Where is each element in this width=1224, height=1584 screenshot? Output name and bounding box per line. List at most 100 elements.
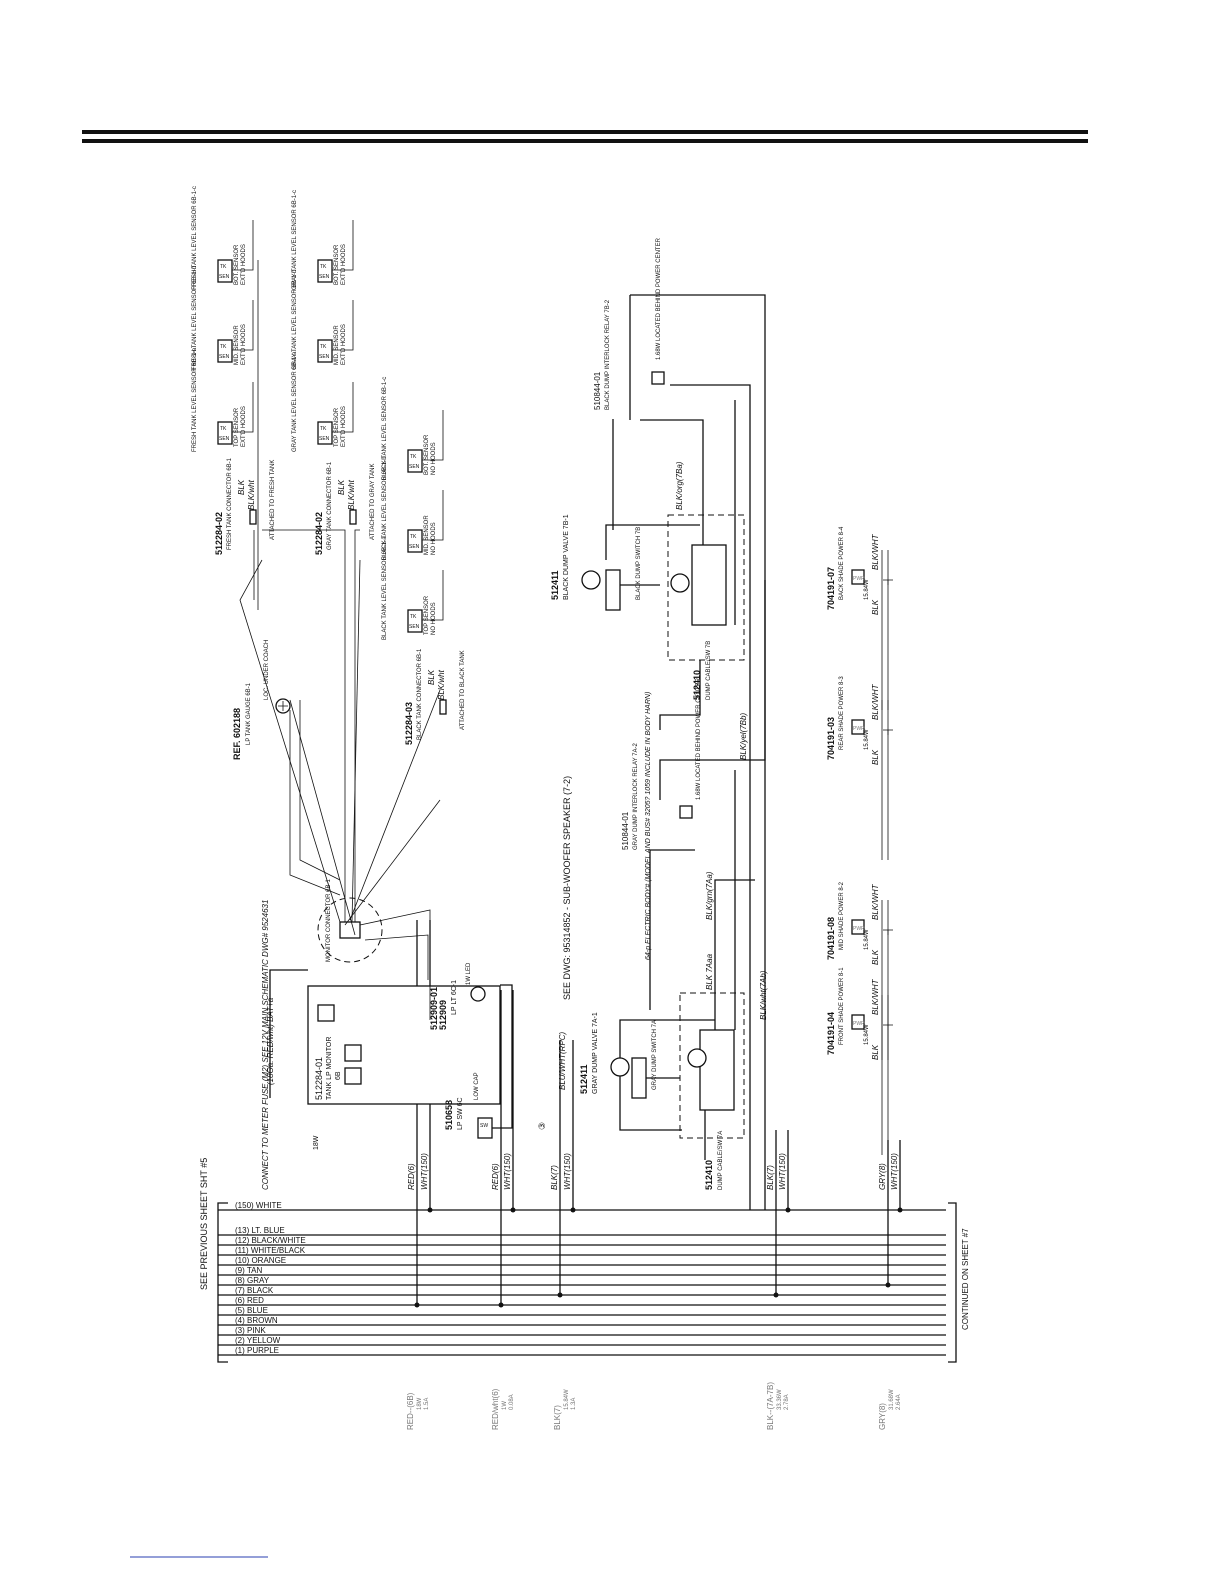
shade-pwr-box bbox=[851, 569, 865, 585]
black-cable-part: 512410 bbox=[692, 670, 702, 700]
tank-connector-part: 512284-03 bbox=[404, 702, 414, 745]
tank-connector-attach: ATTACHED TO GRAY TANK bbox=[370, 464, 376, 540]
sensor-tank-label: FRESH TANK LEVEL SENSOR 6B-1-c bbox=[192, 186, 198, 290]
load-amps: 1.3A bbox=[571, 1398, 577, 1410]
sensor-wire bbox=[232, 220, 254, 271]
sensor-box-top: TK bbox=[320, 264, 327, 270]
load-amps: 0.08A bbox=[509, 1394, 515, 1410]
wire-bus: (150) WHITE (13) LT. BLUE(12) BLACK/WHITE… bbox=[217, 1201, 957, 1363]
load-amps: 1.5A bbox=[424, 1398, 430, 1410]
tank-connector-wire: BLK bbox=[337, 479, 346, 495]
tank-connector-wire: BLK/wht bbox=[437, 669, 446, 700]
bus-wire-label: (12) BLACK/WHITE bbox=[235, 1236, 306, 1245]
sensor-box-top: TK bbox=[320, 426, 327, 432]
tank-connector-wire: BLK bbox=[237, 479, 246, 495]
branch-label: BLK(7) bbox=[766, 1165, 775, 1190]
sensor-tank-label: FRESH TANK LEVEL SENSOR 6B-1-a bbox=[192, 347, 198, 452]
sensor-position: MID. SENSOR bbox=[234, 325, 240, 365]
shade-name: MID SHADE POWER 8-2 bbox=[839, 881, 845, 950]
bus-wire-label: (13) LT. BLUE bbox=[235, 1226, 285, 1235]
load-circuit: GRY(8) bbox=[878, 1403, 887, 1430]
sensor-box-top: TK bbox=[410, 534, 417, 540]
sensor-box-bottom: SEN bbox=[319, 436, 330, 442]
lp-gauge-loc: LOC. UNDER COACH bbox=[264, 640, 270, 700]
branch-label: WHT(150) bbox=[503, 1153, 512, 1190]
sensor-position: MID. SENSOR bbox=[424, 515, 430, 555]
sensor-tank-label: FRESH TANK LEVEL SENSOR 6B-1-b bbox=[192, 265, 198, 370]
shade-wire: BLK bbox=[871, 1044, 880, 1060]
lp-gauge: REF. 602188 LP TANK GAUGE 6B-1 LOC. UNDE… bbox=[232, 640, 291, 760]
sensor-tank-label: GRAY TANK LEVEL SENSOR 6B-1-c bbox=[292, 190, 298, 290]
black-wire-org: BLK/org(7Ba) bbox=[675, 461, 684, 510]
sensor-note: EXT'D HOODS bbox=[241, 244, 247, 285]
sensor-wire bbox=[422, 490, 444, 541]
branch-label: GRY(8) bbox=[878, 1163, 887, 1190]
relay-black-name: BLACK DUMP INTERLOCK RELAY 7B-2 bbox=[605, 299, 611, 410]
tank-connector-part: 512284-02 bbox=[314, 512, 324, 555]
junction-dot bbox=[785, 1207, 791, 1213]
bus-footer: CONTINUED ON SHEET #7 bbox=[961, 1228, 970, 1330]
branch-drops: RED(6)WHT(150)RED(6)WHT(150)BLK(7)WHT(15… bbox=[407, 920, 903, 1308]
shade-name: REAR SHADE POWER 8-3 bbox=[839, 676, 845, 750]
tank-connector-attach: ATTACHED TO BLACK TANK bbox=[460, 650, 466, 730]
monitor-connector: MONITOR CONNECTOR 6B-1 bbox=[317, 879, 383, 963]
junction-dot bbox=[885, 1282, 891, 1288]
shade-part: 704191-07 bbox=[826, 567, 836, 610]
monitor-name: TANK LP MONITOR bbox=[326, 1037, 333, 1100]
relay-gray-power: 1.68W LOCATED BEHIND POWER CENTER bbox=[696, 677, 702, 800]
gray-cable-part: 512410 bbox=[704, 1160, 714, 1190]
sensor-note: NO HOODS bbox=[431, 602, 437, 635]
load-circuit: BLK--(7A-7B) bbox=[766, 1382, 775, 1430]
sensor-box-bottom: SEN bbox=[319, 274, 330, 280]
relay-black-part: 510844-01 bbox=[593, 371, 602, 410]
subwoofer-note: SEE DWG: 95314852 - SUB-WOOFER SPEAKER (… bbox=[562, 776, 572, 1000]
lp-led: 512909-01 512909 LP LT 6C-1 1W LED bbox=[429, 962, 486, 1030]
tank-connector-name: FRESH TANK CONNECTOR 6B-1 bbox=[227, 457, 233, 550]
sensor-position: TOP SENSOR bbox=[234, 407, 240, 447]
gray-cable-switch: GRAY DUMP SWITCH 7A bbox=[652, 1020, 658, 1090]
tank-connector-wire: BLK/wht bbox=[347, 479, 356, 510]
load-circuit: RED/wht(6) bbox=[491, 1388, 500, 1430]
shade-wire: BLK/WHT bbox=[871, 683, 880, 720]
sensor-box-top: TK bbox=[220, 264, 227, 270]
monitor-note: CONNECT TO METER FUSE (M2) SEE 12V MAIN … bbox=[261, 900, 270, 1190]
sensor-box bbox=[407, 609, 423, 633]
sensor-wire bbox=[332, 300, 354, 351]
sensor-box-bottom: SEN bbox=[319, 354, 330, 360]
sensor-box-bottom: SEN bbox=[409, 544, 420, 550]
load-watts: 18W bbox=[417, 1397, 423, 1410]
bus-wire-label: (150) WHITE bbox=[235, 1201, 282, 1210]
shade-rating: 15.84W bbox=[864, 579, 870, 600]
branch-label: WHT(150) bbox=[778, 1153, 787, 1190]
sensor-box-top: TK bbox=[410, 614, 417, 620]
sensor-box-bottom: SEN bbox=[219, 354, 230, 360]
sensor-position: BOT. SENSOR bbox=[424, 434, 430, 475]
branch-label: BLK(7) bbox=[550, 1165, 559, 1190]
relay-gray-part: 510844-01 bbox=[621, 811, 630, 850]
sensor-note: EXT'D HOODS bbox=[241, 406, 247, 447]
sensor-box bbox=[317, 259, 333, 283]
lp-gauge-name: LP TANK GAUGE 6B-1 bbox=[246, 682, 252, 745]
sensor-tank-label: BLACK TANK LEVEL SENSOR 6B-1-c bbox=[382, 377, 388, 480]
branch-label: WHT(150) bbox=[563, 1153, 572, 1190]
relay-black: 510844-01 BLACK DUMP INTERLOCK RELAY 7B-… bbox=[593, 237, 766, 1210]
sensor-box-bottom: SEN bbox=[409, 624, 420, 630]
sensor-box-top: TK bbox=[410, 454, 417, 460]
tank-connector-attach: ATTACHED TO FRESH TANK bbox=[270, 460, 276, 540]
sensor-note: EXT'D HOODS bbox=[341, 324, 347, 365]
gray-valve-name: GRAY DUMP VALVE 7A-1 bbox=[592, 1012, 599, 1094]
bus-wire-label: (2) YELLOW bbox=[235, 1336, 281, 1345]
sensor-tank-label: BLACK TANK LEVEL SENSOR 6B-1-a bbox=[382, 536, 388, 640]
bus-bracket-left bbox=[217, 1202, 228, 1363]
gray-valve-wire: BLU/WHT(RPC) bbox=[558, 1031, 567, 1090]
shade-wire: BLK bbox=[871, 949, 880, 965]
sensor-wire bbox=[332, 220, 354, 271]
black-dump-group: 512411 BLACK DUMP VALVE 7B-1 512410 DUMP… bbox=[550, 400, 748, 760]
shade-wire: BLK/WHT bbox=[871, 883, 880, 920]
sensor-note: NO HOODS bbox=[431, 442, 437, 475]
lp-switch: SW 510658 LP SW 6C LOW CAP bbox=[444, 984, 513, 1139]
sensor-tank-label: BLACK TANK LEVEL SENSOR 6B-1-b bbox=[382, 456, 388, 560]
